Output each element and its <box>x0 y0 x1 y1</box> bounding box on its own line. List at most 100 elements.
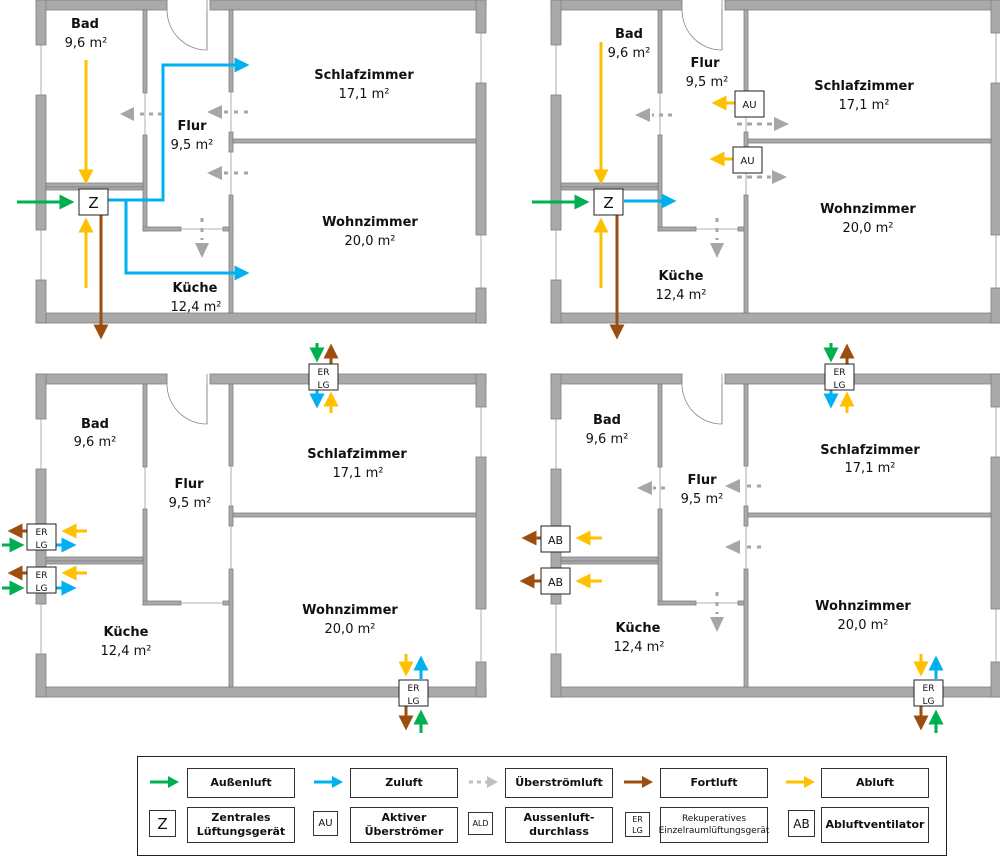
ueberstroemluft-arrow-icon <box>725 540 761 554</box>
svg-text:ER: ER <box>36 571 48 581</box>
room-area-wohnzimmer: 20,0 m² <box>325 622 376 637</box>
active-overflow-unit: AU <box>734 90 765 118</box>
recuperative-unit-schlafzimmer: ER LG <box>823 343 855 413</box>
svg-text:AU: AU <box>742 100 756 111</box>
zuluft-arrow-icon <box>314 776 343 788</box>
svg-text:LG: LG <box>408 697 420 707</box>
recuperative-unit-schlafzimmer: ER LG <box>308 343 339 413</box>
room-name-bad: Bad <box>615 27 643 42</box>
legend-symbol-au: AU <box>313 811 338 836</box>
room-name-wohnzimmer: Wohnzimmer <box>322 215 418 230</box>
active-overflow-unit: AU <box>732 146 763 174</box>
legend-symbol-z: Z <box>149 810 176 837</box>
legend-label-zuluft: Zuluft <box>350 768 458 798</box>
fortluft-arrow-icon <box>624 776 653 788</box>
room-area-wohnzimmer: 20,0 m² <box>838 618 889 633</box>
exhaust-fan-bad: AB <box>521 525 602 553</box>
room-area-kueche: 12,4 m² <box>101 644 152 659</box>
zuluft-arrow-icon <box>124 200 250 281</box>
legend-label-rekuperatives-einzelraumlueftungsgeraet: Rekuperatives Einzelraumlüftungsgerät <box>659 807 769 843</box>
room-name-schlafzimmer: Schlafzimmer <box>814 79 914 94</box>
svg-text:AB: AB <box>548 576 563 589</box>
svg-text:ER: ER <box>834 368 846 378</box>
room-area-wohnzimmer: 20,0 m² <box>843 221 894 236</box>
ueberstroemluft-arrow-icon <box>120 107 162 121</box>
ueberstroemluft-arrow-icon <box>737 170 787 184</box>
svg-text:AU: AU <box>740 156 754 167</box>
legend-symbol-ald: ALD <box>468 812 493 835</box>
ueberstroemluft-arrow-icon <box>710 592 724 632</box>
ueberstroemluft-arrow-icon <box>207 166 248 180</box>
room-area-flur: 9,5 m² <box>681 492 724 507</box>
room-area-schlafzimmer: 17,1 m² <box>333 466 384 481</box>
room-name-kueche: Küche <box>104 625 149 640</box>
legend-label-aussenluft: Außenluft <box>187 768 295 798</box>
room-name-wohnzimmer: Wohnzimmer <box>820 202 916 217</box>
plan-exhaust-fans-with-recuperative: Bad 9,6 m² Flur 9,5 m² Schlafzimmer 17,1… <box>519 343 1000 733</box>
recuperative-unit-bad: ER LG <box>2 523 87 553</box>
legend-label-aussenluftdurchlass: Aussenluft- durchlass <box>505 807 613 843</box>
legend-label-ueberstroemluft: Überströmluft <box>505 768 613 798</box>
svg-text:LG: LG <box>834 381 846 391</box>
plan-decentral-recuperative: Bad 9,6 m² Flur 9,5 m² Schlafzimmer 17,1… <box>2 343 487 733</box>
room-name-bad: Bad <box>593 413 621 428</box>
central-ventilation-unit: Z <box>78 188 109 216</box>
ueberstroemluft-arrow-icon <box>195 218 209 258</box>
room-name-flur: Flur <box>174 477 204 492</box>
room-area-schlafzimmer: 17,1 m² <box>839 98 890 113</box>
central-ventilation-unit: Z <box>593 188 624 216</box>
room-area-flur: 9,5 m² <box>686 75 729 90</box>
room-name-schlafzimmer: Schlafzimmer <box>820 443 920 458</box>
room-area-flur: 9,5 m² <box>171 138 214 153</box>
plan-central-with-active-overflow: Bad 9,6 m² Flur 9,5 m² Schlafzimmer 17,1… <box>532 0 1000 340</box>
room-name-schlafzimmer: Schlafzimmer <box>307 447 407 462</box>
legend-symbol-ab: AB <box>788 810 815 837</box>
aussenluft-arrow-icon <box>150 776 179 788</box>
room-name-schlafzimmer: Schlafzimmer <box>314 68 414 83</box>
room-area-kueche: 12,4 m² <box>614 640 665 655</box>
room-area-kueche: 12,4 m² <box>171 300 222 315</box>
recuperative-unit-wohnzimmer: ER LG <box>398 654 429 733</box>
ueberstroemluft-arrow-icon <box>710 218 724 258</box>
svg-text:ER: ER <box>408 684 420 694</box>
room-name-bad: Bad <box>81 417 109 432</box>
room-area-wohnzimmer: 20,0 m² <box>345 234 396 249</box>
room-area-bad: 9,6 m² <box>608 46 651 61</box>
room-area-schlafzimmer: 17,1 m² <box>339 87 390 102</box>
room-area-bad: 9,6 m² <box>65 36 108 51</box>
room-area-bad: 9,6 m² <box>586 432 629 447</box>
legend-label-abluft: Abluft <box>821 768 929 798</box>
ueberstroemluft-arrow-icon <box>637 481 665 495</box>
legend-symbol-erlg: ER LG <box>625 812 650 837</box>
room-name-kueche: Küche <box>616 621 661 636</box>
recuperative-unit-wohnzimmer: ER LG <box>913 654 944 733</box>
legend-label-zentrales-lueftungsgeraet: Zentrales Lüftungsgerät <box>187 807 295 843</box>
room-name-kueche: Küche <box>173 281 218 296</box>
legend-label-abluftventilator: Abluftventilator <box>821 807 929 843</box>
room-area-bad: 9,6 m² <box>74 435 117 450</box>
legend-label-aktiver-ueberstroemer: Aktiver Überströmer <box>350 807 458 843</box>
room-area-schlafzimmer: 17,1 m² <box>845 461 896 476</box>
recuperative-unit-kueche: ER LG <box>2 565 87 596</box>
plan-central-system: Bad 9,6 m² Flur 9,5 m² Schlafzimmer 17,1… <box>17 0 487 340</box>
svg-text:LG: LG <box>36 541 48 551</box>
ueberstroemluft-arrow-icon <box>737 117 789 131</box>
svg-text:LG: LG <box>318 381 330 391</box>
room-name-flur: Flur <box>687 473 717 488</box>
ueberstroemluft-arrow-icon <box>725 479 761 493</box>
svg-text:Z: Z <box>88 194 98 212</box>
room-name-wohnzimmer: Wohnzimmer <box>815 599 911 614</box>
room-area-kueche: 12,4 m² <box>656 288 707 303</box>
zuluft-arrow-icon <box>108 57 250 202</box>
abluft-arrow-icon <box>786 776 815 788</box>
room-name-flur: Flur <box>690 56 720 71</box>
svg-text:LG: LG <box>923 697 935 707</box>
legend-label-fortluft: Fortluft <box>660 768 768 798</box>
svg-text:ER: ER <box>923 684 935 694</box>
floor-plans: Bad 9,6 m² Flur 9,5 m² Schlafzimmer 17,1… <box>2 0 1000 733</box>
ueberstroemluft-arrow-icon <box>635 108 672 122</box>
room-name-flur: Flur <box>177 119 207 134</box>
room-name-wohnzimmer: Wohnzimmer <box>302 603 398 618</box>
room-area-flur: 9,5 m² <box>169 496 212 511</box>
svg-text:AB: AB <box>548 534 563 547</box>
